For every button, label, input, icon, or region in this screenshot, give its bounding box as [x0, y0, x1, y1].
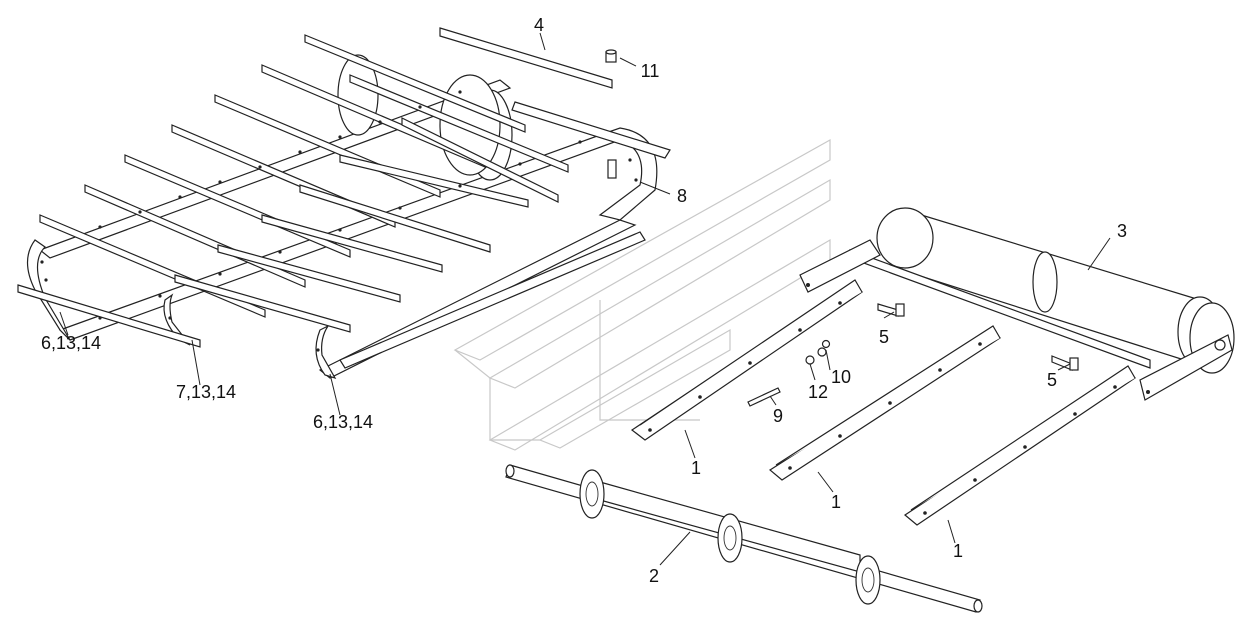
callout-7-13-14: 7,13,14 [176, 382, 236, 402]
callout-1-a: 1 [691, 458, 701, 478]
callout-11: 11 [641, 61, 660, 81]
part-8-pin [607, 159, 617, 179]
part-11-bushing [605, 49, 617, 63]
belt-slats [17, 34, 569, 348]
part-2-drive-shaft [505, 464, 983, 613]
callout-9: 9 [773, 406, 783, 426]
part-12-washer [805, 355, 815, 365]
part-4-slat [439, 27, 613, 89]
callout-4: 4 [534, 15, 544, 35]
part-9-bolt [747, 387, 781, 407]
callout-1-b: 1 [831, 492, 841, 512]
callout-6-13-14-a: 6,13,14 [41, 333, 101, 353]
callout-6-13-14-b: 6,13,14 [313, 412, 373, 432]
callout-12: 12 [808, 382, 828, 402]
callout-5-b: 5 [1047, 370, 1057, 390]
callout-5-a: 5 [879, 327, 889, 347]
part-1-plate-c [903, 365, 1137, 526]
callout-2: 2 [649, 566, 659, 586]
sprocket-3 [855, 555, 881, 605]
sprocket-1 [579, 469, 605, 519]
callout-8: 8 [677, 186, 687, 206]
part-10-nut [817, 347, 827, 357]
part-1-plate-a [630, 279, 864, 441]
sprocket-2 [717, 513, 743, 563]
chain-holes [40, 90, 638, 352]
part-10-nut-2 [821, 339, 831, 349]
part-3-drum [799, 207, 1235, 401]
conveyor-belt-assembly [17, 34, 671, 380]
callout-1-c: 1 [953, 541, 963, 561]
part-5-bolt-b [1051, 355, 1079, 371]
part-1-plate-b [768, 325, 1002, 481]
callout-labels: 4 11 8 3 5 5 10 12 9 1 1 1 2 6,13,14 7,1… [41, 15, 1127, 586]
callout-3: 3 [1117, 221, 1127, 241]
callout-10: 10 [831, 367, 851, 387]
leader-lines [59, 32, 1111, 566]
